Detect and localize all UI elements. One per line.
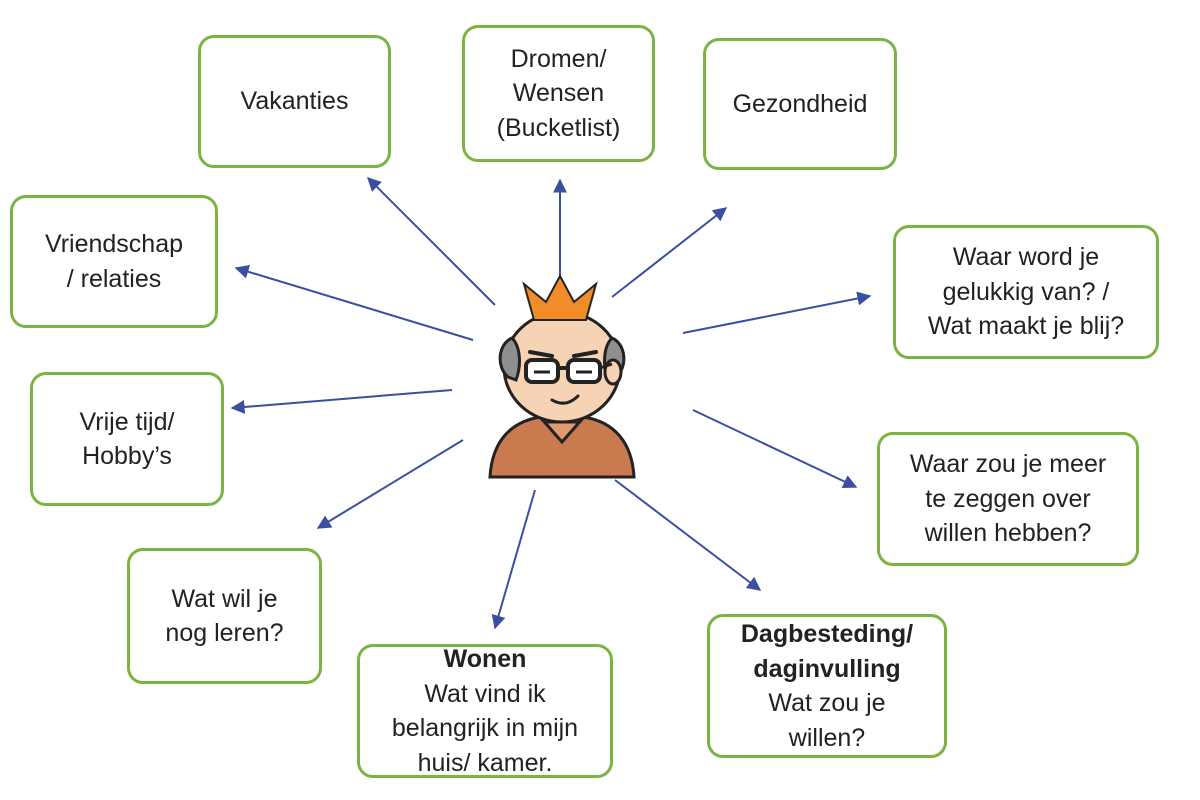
node-heading: Wonen [443,645,527,673]
person-with-crown-icon [488,273,636,479]
arrow-wonen [491,489,536,630]
node-gezondheid: Gezondheid [703,38,897,170]
node-vrije-tijd: Vrije tijd/ Hobby’s [30,372,224,506]
node-gelukkig: Waar word je gelukkig van? / Wat maakt j… [893,225,1159,359]
node-vakanties: Vakanties [198,35,391,168]
node-leren: Wat wil je nog leren? [127,548,322,684]
node-text: Hobby’s [82,442,172,470]
hair-left [498,336,521,382]
crown-shape [522,273,598,321]
node-text: Vrije tijd/ [79,407,175,436]
node-heading: Dagbesteding/ [740,620,914,648]
node-text: Gezondheid [732,89,868,118]
node-text: Vakanties [240,87,349,116]
node-text: willen? [788,723,866,752]
node-dromen: Dromen/ Wensen (Bucketlist) [462,25,655,162]
node-text: gelukkig van? / [942,277,1110,306]
node-vriendschap: Vriendschap / relaties [10,195,218,328]
node-wonen: Wonen Wat vind ik belangrijk in mijn hui… [357,644,613,778]
arrow-zeggen [692,409,858,488]
arrow-vriendschap [234,264,474,341]
arrow-vakanties [367,177,496,306]
node-text: Wat maakt je blij? [927,312,1125,341]
node-text: / relaties [66,264,162,293]
node-text: nog leren? [165,619,284,647]
node-text: huis/ kamer. [417,748,553,777]
arrow-dagbesteding [614,479,762,591]
node-text: Vriendschap [44,230,184,258]
node-text: Wat vind ik [424,679,546,708]
node-text: willen hebben? [924,519,1092,548]
node-heading: daginvulling [753,654,901,683]
node-text: Wensen [512,79,605,108]
node-dagbesteding: Dagbesteding/ daginvulling Wat zou je wi… [707,614,947,758]
node-text: Dromen/ [510,44,607,73]
node-text: Waar word je [952,243,1100,272]
arrow-gelukkig [682,291,872,334]
node-text: Wat wil je [171,584,278,613]
node-text: belangrijk in mijn [391,714,579,742]
node-text: (Bucketlist) [496,113,621,142]
node-zeggen: Waar zou je meer te zeggen over willen h… [877,432,1139,566]
arrow-gezondheid [611,207,728,298]
arrow-leren [316,439,464,529]
node-text: Wat zou je [768,689,886,717]
node-text: te zeggen over [925,484,1091,513]
node-text: Waar zou je meer [909,450,1107,479]
arrow-vrije-tijd [230,389,453,414]
smile-shape [550,394,580,405]
